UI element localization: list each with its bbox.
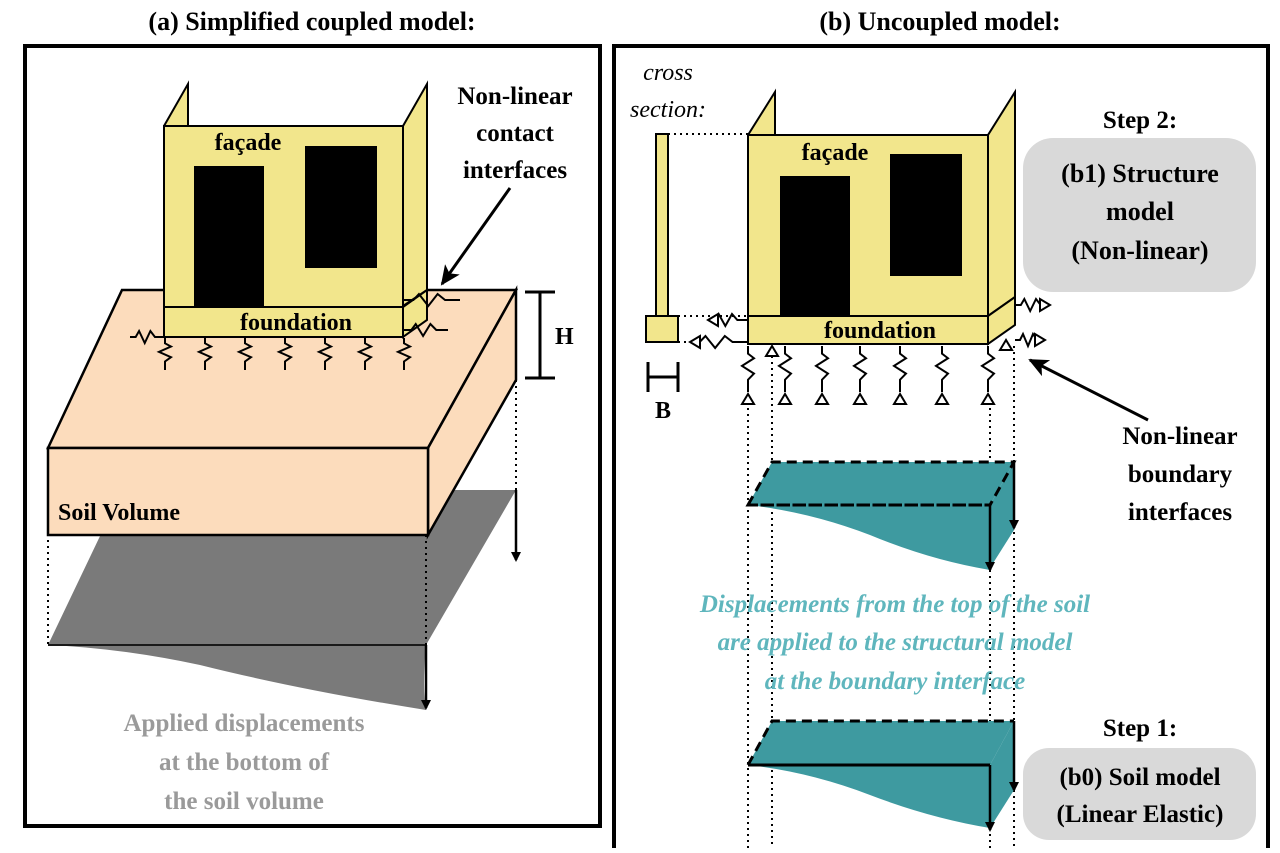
spring [852,346,868,392]
cross-section-label-1: cross [643,60,693,86]
support-icon [980,392,996,405]
displacement-note-line1: Displacements from the top of the soil [699,591,1090,618]
width-dimension [646,362,680,392]
displacement-note-line3: at the boundary interface [765,668,1025,695]
structure-model-box [1023,138,1256,292]
soil-model-box [1023,748,1256,840]
spring [196,338,214,370]
support-icon [1039,297,1052,313]
cross-section-label-2: section: [630,97,706,123]
support-icon [1034,332,1047,348]
spring [236,338,254,370]
panel-b-title: (b) Uncoupled model: [819,7,1060,36]
width-label: B [655,398,671,424]
boundary-note-line1: Non-linear [1122,423,1237,450]
building-b [747,88,1016,346]
window-opening [305,146,377,268]
boundary-note-line3: interfaces [1128,499,1232,526]
door-opening-b [780,176,850,316]
boundary-arrow [1028,358,1149,422]
spring [777,346,793,392]
contact-arrow [440,187,512,286]
spring [156,338,174,370]
support-icon [814,392,830,405]
spring [316,338,334,370]
spring [276,338,294,370]
foundation-slab-b [747,315,989,345]
displacement-note-line2: are applied to the structural model [718,629,1073,656]
panel-a-title: (a) Simplified coupled model: [148,7,475,36]
spring [130,328,164,346]
support-icon [688,334,701,350]
spring [740,346,756,392]
facade-label-b: façade [802,140,869,166]
spring [980,346,996,392]
panel-b-frame [612,44,1270,848]
support-icon [998,338,1014,351]
spring [356,338,374,370]
soil-box-line2: (Linear Elastic) [1057,801,1224,828]
support-icon [852,392,868,405]
spring [395,338,413,370]
support-icon [777,392,793,405]
step2-label: Step 2: [1103,107,1177,134]
building-a [163,80,428,339]
contact-note-line1: Non-linear [457,83,572,110]
upper-displacement-surface [745,460,1019,572]
facade-label-a: façade [215,130,282,156]
spring [404,322,448,338]
boundary-note-line2: boundary [1128,461,1233,488]
door-opening [194,166,264,308]
spring [934,346,950,392]
boundary-springs-b [688,296,1052,405]
soil-box-line1: (b0) Soil model [1059,764,1220,791]
contact-note-line3: interfaces [463,157,567,184]
spring [892,346,908,392]
foundation-label-a: foundation [240,310,352,336]
lower-displacement-surface [746,719,1019,832]
spring [404,292,460,308]
cross-section-profile [645,133,748,343]
height-label: H [555,324,574,350]
soil-volume-label: Soil Volume [58,500,180,526]
applied-note-line3: the soil volume [164,788,324,815]
applied-note-line1: Applied displacements [123,710,364,737]
support-icon [740,392,756,405]
foundation-label-b: foundation [824,318,936,344]
contact-note-line2: contact [476,120,554,147]
support-icon [892,392,908,405]
contact-springs-a [130,292,460,370]
window-opening-b [890,154,962,276]
support-icon [764,344,780,357]
panel-a-frame [23,44,602,828]
applied-displacement-plane [47,380,521,710]
structure-box-line3: (Non-linear) [1071,236,1208,265]
applied-note-line2: at the bottom of [159,749,330,776]
structure-box-line2: model [1106,197,1174,226]
spring [814,346,830,392]
height-dimension [525,290,555,380]
support-icon [934,392,950,405]
structure-box-line1: (b1) Structure [1061,159,1219,188]
step1-label: Step 1: [1103,715,1177,742]
support-icon [706,312,719,328]
